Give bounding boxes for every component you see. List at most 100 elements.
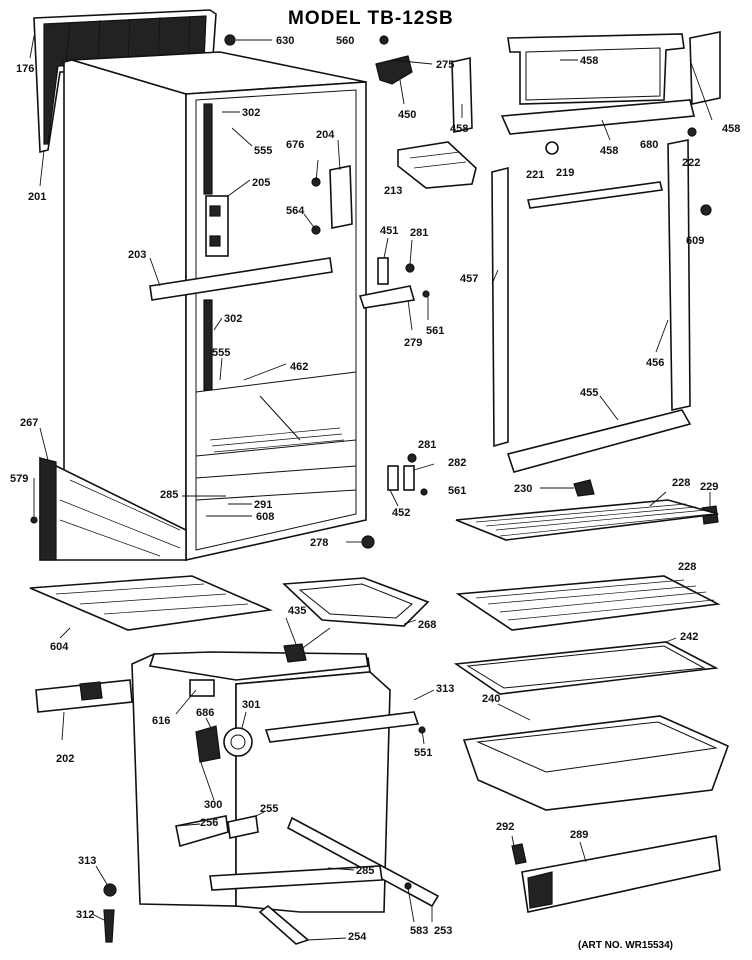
plug-313 [103, 883, 117, 897]
screw-222 [687, 127, 697, 137]
bracket-282 [403, 465, 415, 491]
lower-cabinet [131, 651, 440, 945]
callout-242: 242 [680, 631, 698, 643]
cap-221 [545, 141, 559, 155]
callout-203: 203 [128, 249, 146, 261]
screw-560 [379, 35, 389, 45]
callout-609: 609 [686, 235, 704, 247]
screw-579 [30, 516, 38, 524]
bracket-452 [387, 465, 399, 491]
callout-451: 451 [380, 225, 398, 237]
callout-555-a: 555 [254, 145, 272, 157]
callout-458-b: 458 [580, 55, 598, 67]
art-number: (ART NO. WR15534) [578, 940, 673, 951]
callout-458-a: 458 [450, 123, 468, 135]
callout-289: 289 [570, 829, 588, 841]
callout-222: 222 [682, 157, 700, 169]
wire-shelf-lower [455, 575, 721, 631]
callout-457: 457 [460, 273, 478, 285]
callout-561-a: 561 [426, 325, 444, 337]
callout-302-a: 302 [242, 107, 260, 119]
callout-285-b: 285 [356, 865, 374, 877]
callout-205: 205 [252, 177, 270, 189]
screw-609 [700, 204, 712, 216]
callout-462: 462 [290, 361, 308, 373]
callout-281-b: 281 [418, 439, 436, 451]
callout-268: 268 [418, 619, 436, 631]
callout-458-d: 458 [600, 145, 618, 157]
crisper-drawer [462, 715, 730, 811]
callout-204: 204 [316, 129, 335, 141]
crisper-pan-front [521, 835, 721, 913]
callout-275: 275 [436, 59, 454, 71]
callout-300: 300 [204, 799, 222, 811]
callout-616: 616 [152, 715, 170, 727]
callout-301: 301 [242, 699, 260, 711]
callout-219: 219 [556, 167, 574, 179]
callout-551: 551 [414, 747, 432, 759]
callout-435: 435 [288, 605, 306, 617]
screw-281a [405, 263, 415, 273]
callout-291: 291 [254, 499, 272, 511]
callout-201: 201 [28, 191, 46, 203]
callout-202: 202 [56, 753, 74, 765]
door-handle [35, 679, 133, 713]
callout-313-b: 313 [78, 855, 96, 867]
callout-254: 254 [348, 931, 367, 943]
callout-630: 630 [276, 35, 294, 47]
screw-561a [422, 290, 430, 298]
callout-228-a: 228 [672, 477, 690, 489]
callout-579: 579 [10, 473, 28, 485]
screw-630 [224, 34, 236, 46]
callout-176: 176 [16, 63, 34, 75]
callout-458-c: 458 [722, 123, 740, 135]
callout-267: 267 [20, 417, 38, 429]
callout-608: 608 [256, 511, 274, 523]
insulation-panel [39, 456, 187, 561]
freezer-door-frame [500, 31, 721, 135]
callout-560: 560 [336, 35, 354, 47]
callout-561-b: 561 [448, 485, 466, 497]
screw-292 [511, 843, 527, 865]
callout-604: 604 [50, 641, 69, 653]
callout-255: 255 [260, 803, 278, 815]
callout-282: 282 [448, 457, 466, 469]
leader-lines [29, 35, 713, 941]
callout-292: 292 [496, 821, 514, 833]
callout-285-a: 285 [160, 489, 178, 501]
callout-450: 450 [398, 109, 416, 121]
callout-253: 253 [434, 925, 452, 937]
callout-240: 240 [482, 693, 500, 705]
callout-312: 312 [76, 909, 94, 921]
clip-230 [573, 479, 595, 497]
callout-281-a: 281 [410, 227, 428, 239]
callout-676: 676 [286, 139, 304, 151]
wire-shelf-upper [455, 499, 719, 541]
drip-tray [29, 575, 273, 631]
callout-230: 230 [514, 483, 532, 495]
bulb-435 [283, 627, 331, 663]
callout-labels: 176 201 630 560 275 450 458 458 458 458 … [10, 35, 740, 943]
callout-564: 564 [286, 205, 305, 217]
glass-shelf [453, 641, 719, 695]
callout-455: 455 [580, 387, 598, 399]
freezer-pan [282, 577, 430, 627]
callout-279: 279 [404, 337, 422, 349]
callout-302-b: 302 [224, 313, 242, 325]
callout-256: 256 [200, 817, 218, 829]
callout-686: 686 [196, 707, 214, 719]
callout-680: 680 [640, 139, 658, 151]
cabinet-shell [33, 9, 367, 562]
callout-452: 452 [392, 507, 410, 519]
callout-456: 456 [646, 357, 664, 369]
door-trim-parts [491, 139, 692, 473]
screw-281b [407, 453, 417, 463]
screw-561b [420, 488, 428, 496]
screw-278 [361, 535, 375, 549]
callout-555-b: 555 [212, 347, 230, 359]
callout-221: 221 [526, 169, 544, 181]
model-title: MODEL TB-12SB [288, 8, 454, 29]
callout-278: 278 [310, 537, 328, 549]
screw-312 [103, 909, 115, 943]
